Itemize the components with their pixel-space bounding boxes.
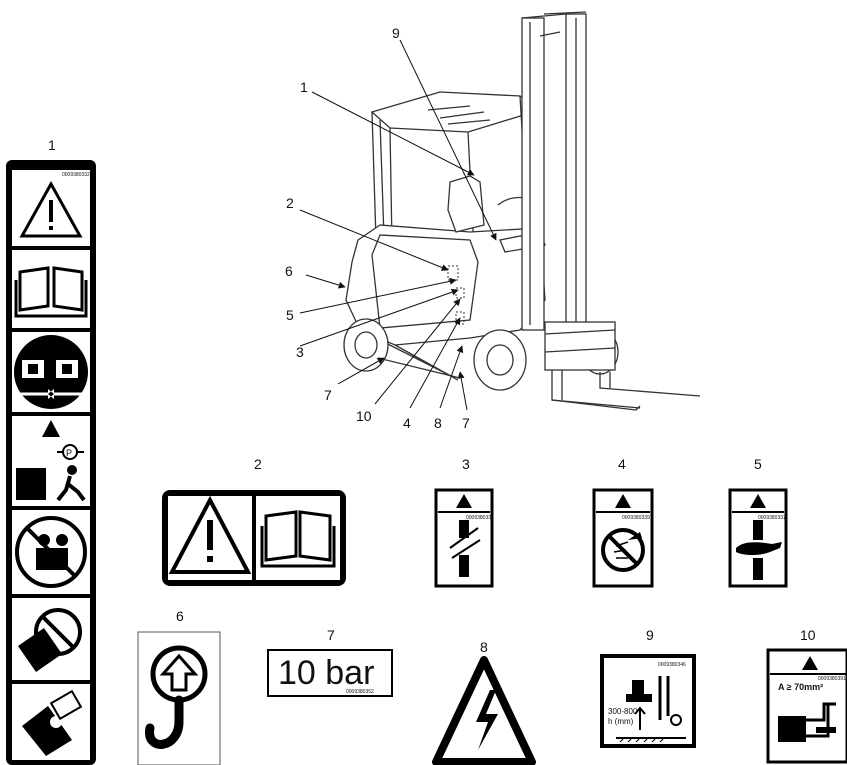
truck-callout-6: 6 [285,263,293,279]
tipover-brace-icon [22,689,83,756]
svg-text:P: P [66,448,72,458]
manual-book-icon [14,266,88,318]
no-water-spray-icon [601,528,645,572]
label-6-number: 6 [176,608,184,624]
label-6: 6 [137,608,221,765]
truck-callout-4: 4 [403,415,411,431]
label-2: 2 [162,456,346,586]
truck-callout-10: 10 [356,408,372,424]
height-unit-text: h (mm) [608,717,634,726]
label-5: 5 0009380337 [728,456,788,588]
truck-callout-7b: 7 [462,415,470,431]
label-5-number: 5 [754,456,762,472]
label-9-number: 9 [646,627,654,643]
truck-callout-9: 9 [392,25,400,41]
label-3: 3 0009380338 [434,456,494,588]
label-3-number: 3 [462,456,470,472]
warning-icon [750,494,766,508]
pressure-text: 10 bar [278,654,374,692]
label-8-number: 8 [480,639,488,655]
label-9-code: 0009380346 [658,662,686,668]
seatbelt-icon [14,335,88,409]
truck-callout-2: 2 [286,195,294,211]
warning-icon [456,494,472,508]
label-2-number: 2 [254,456,262,472]
label-3-code: 0009380338 [466,515,494,521]
label-1: 1 0009380332 P [6,137,96,765]
warning-icon [19,180,83,238]
truck-callout-1: 1 [300,79,308,95]
label-1-number: 1 [48,137,56,153]
label-4-code: 0009380339 [622,515,650,521]
driver-leaving-icon [16,468,46,500]
label-4: 4 0009380339 [592,456,654,588]
label-1-code: 0009380332 [62,172,90,178]
small-warning-icon [42,420,60,437]
label-5-code: 0009380337 [758,515,786,521]
no-tipover-icon [18,608,82,672]
label-10-number: 10 [800,627,816,643]
warning-icon [168,495,252,574]
label-7-number: 7 [327,627,335,643]
fork-height-icon [616,676,686,743]
truck-callout-5: 5 [286,307,294,323]
truck-callouts: 9 1 2 6 5 3 7 10 4 8 7 [285,25,470,431]
label-4-number: 4 [618,456,626,472]
cable-section-text: A ≥ 70mm² [778,682,823,692]
label-7: 7 10 bar 0009380352 [267,627,393,697]
warning-icon [802,656,818,670]
label-10: 10 0009380391 A ≥ 70mm² [766,627,847,764]
forklift-illustration [343,11,701,411]
truck-callout-3: 3 [296,344,304,360]
manual-book-icon [260,510,336,568]
crush-hazard-icon [449,527,481,559]
warning-icon [615,494,631,508]
label-7-code: 0009380352 [346,689,374,695]
leader-lines [299,39,497,411]
truck-callout-8: 8 [434,415,442,431]
truck-callout-7a: 7 [324,387,332,403]
label-9: 9 0009380346 300-800 h (mm) [600,627,696,748]
height-range-text: 300-800 [608,707,638,716]
label-8: 8 [432,639,536,765]
hand-crush-icon [736,542,782,555]
no-passenger-icon [15,516,87,588]
label-10-code: 0009380391 [818,676,846,682]
battery-plug-icon [778,702,836,742]
